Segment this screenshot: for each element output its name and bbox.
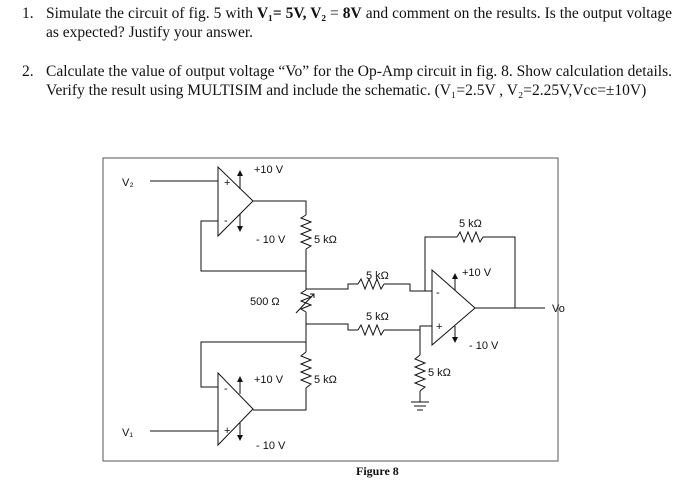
label-v1: V₁ (122, 427, 133, 439)
resistor-bot-5k (299, 351, 313, 389)
opamp-bottom (217, 371, 254, 447)
figure-frame (102, 157, 559, 462)
question-text: Simulate the circuit of fig. 5 with V₁= … (46, 4, 672, 42)
question-number: 2. (22, 63, 34, 80)
wire-top-feedback (200, 220, 306, 272)
figure-caption: Figure 8 (356, 464, 399, 478)
label-feedback-res: 5 kΩ (459, 218, 482, 230)
label-bot-supply-neg: - 10 V (256, 440, 286, 452)
question-text: Calculate the value of output voltage “V… (46, 63, 673, 99)
opamp-bottom-plus: + (224, 425, 230, 437)
opamp-bottom-minus: - (224, 383, 228, 395)
label-top-supply-neg: - 10 V (256, 234, 286, 246)
label-vo: Vo (552, 303, 565, 315)
opamp-output-plus: + (436, 321, 442, 333)
opamp-top-plus: + (224, 177, 230, 189)
question-1: 1. Simulate the circuit of fig. 5 with V… (22, 4, 672, 42)
question-text-part: Simulate the circuit of fig. 5 with (46, 5, 257, 22)
label-mid-res: 500 Ω (250, 296, 280, 308)
resistor-500 (299, 289, 313, 313)
resistor-top-5k (299, 214, 313, 250)
label-in-res-bot: 5 kΩ (366, 311, 389, 323)
label-v2: V₂ (122, 177, 134, 189)
resistor-feedback (456, 230, 484, 244)
question-text-part: = (326, 5, 343, 22)
label-bot-res: 5 kΩ (314, 374, 337, 386)
label-in-res-top: 5 kΩ (366, 270, 389, 282)
label-out-supply-neg: - 10 V (469, 340, 499, 352)
question-2: 2. Calculate the value of output voltage… (22, 62, 672, 100)
label-top-supply-pos: +10 V (254, 164, 284, 176)
question-number: 1. (22, 5, 34, 22)
opamp-top (217, 165, 254, 238)
opamp-output-minus: - (436, 287, 440, 299)
label-bot-supply-pos: +10 V (254, 374, 284, 386)
wire-bot-feedback (200, 341, 306, 388)
resistor-input-bot (357, 323, 385, 337)
opamp-top-minus: - (224, 215, 228, 227)
question-text-part: and comment on the results. Is the outpu… (46, 5, 672, 41)
label-ground-res: 5 kΩ (428, 367, 451, 379)
label-out-supply-pos: +10 V (462, 267, 492, 279)
v1-value: V₁= 5V, V₂ (256, 5, 327, 22)
resistor-ground (413, 354, 427, 392)
v2-value: 8V (342, 5, 362, 22)
resistor-input-top (357, 277, 385, 291)
label-top-res: 5 kΩ (314, 234, 337, 246)
opamp-output (431, 268, 476, 347)
